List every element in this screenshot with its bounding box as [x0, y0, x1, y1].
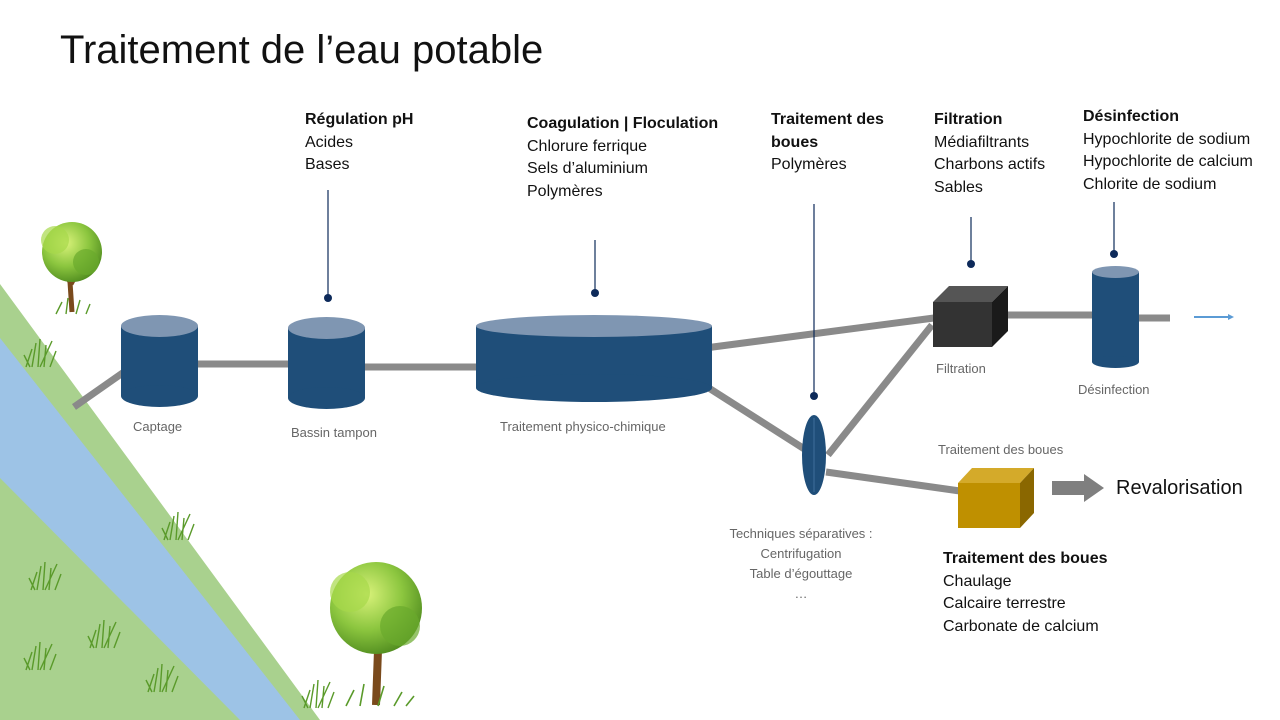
annotation-coagulation: Coagulation | Floculation Chlorure ferri… — [527, 113, 718, 203]
label-bassin-tampon: Bassin tampon — [291, 425, 377, 440]
separation-line: … — [794, 586, 808, 601]
annotation-item: Sels d’aluminium — [527, 160, 648, 177]
pipe-physico-filtration — [689, 314, 935, 354]
annotation-heading: Filtration — [934, 111, 1003, 128]
marker-dot — [324, 294, 332, 302]
annotation-item: Polymères — [527, 182, 603, 200]
annotation-item: Sables — [934, 178, 983, 196]
riverbank — [0, 284, 320, 720]
label-desinfection: Désinfection — [1078, 382, 1150, 397]
annotation-heading: Traitement des boues — [943, 550, 1108, 567]
marker-dot — [810, 392, 818, 400]
pipe-separator-filtration — [825, 322, 935, 458]
annotation-heading: Désinfection — [1083, 108, 1180, 125]
annotation-ph: Régulation pH Acides Bases — [305, 109, 413, 177]
annotation-item: Calcaire terrestre — [943, 595, 1066, 612]
annotation-item: Charbons actifs — [934, 156, 1046, 173]
annotation-item: Hypochlorite de sodium — [1083, 130, 1251, 148]
annotation-item: Hypochlorite de calcium — [1083, 153, 1253, 170]
annotation-heading: boues — [771, 133, 819, 151]
revalorisation-label: Revalorisation — [1116, 477, 1243, 499]
grass-tuft-icon — [28, 561, 62, 591]
revalorisation-arrow-icon — [1052, 474, 1104, 502]
annotation-boues-bottom: Traitement des boues Chaulage Calcaire t… — [943, 548, 1108, 638]
marker-dot — [967, 260, 975, 268]
pipe-separator-sludge — [825, 468, 961, 495]
grass-tuft-icon — [23, 641, 57, 671]
grass-tuft-icon — [145, 663, 179, 693]
tree-icon — [41, 222, 102, 315]
tank-physico-chimique — [476, 315, 712, 402]
annotation-markers — [324, 250, 1118, 400]
grass-bank — [0, 284, 320, 720]
annotation-item: Chaulage — [943, 572, 1012, 590]
label-physico-chimique: Traitement physico-chimique — [500, 419, 666, 434]
annotation-item: Bases — [305, 156, 350, 173]
grass-tuft-icon — [301, 679, 335, 709]
grass-tufts — [23, 338, 335, 709]
page-title: Traitement de l’eau potable — [60, 28, 544, 72]
label-filtration: Filtration — [936, 361, 986, 376]
tree-icon — [330, 562, 422, 707]
annotation-heading: Régulation pH — [305, 111, 414, 128]
grass-tuft-icon — [87, 619, 121, 649]
label-captage: Captage — [133, 419, 183, 434]
pipe-intake — [71, 369, 127, 410]
annotation-heading: Coagulation | Floculation — [527, 115, 719, 132]
pipes — [71, 311, 1170, 495]
grass-tuft-icon — [23, 338, 57, 368]
annotation-boues-top: Traitement des boues Polymères — [771, 109, 884, 177]
annotation-heading: Traitement des — [771, 111, 884, 128]
tank-captage — [121, 315, 198, 407]
marker-dot — [1110, 250, 1118, 258]
tank-desinfection — [1092, 266, 1139, 368]
separation-techniques: Techniques séparatives : Centrifugation … — [716, 524, 886, 604]
grass-tuft-icon — [161, 511, 195, 541]
annotation-item: Chlorite de sodium — [1083, 175, 1217, 193]
tank-bassin-tampon — [288, 317, 365, 409]
separation-line: Table d’égouttage — [749, 566, 853, 581]
annotation-item: Carbonate de calcium — [943, 617, 1099, 635]
separation-line: Techniques séparatives : — [729, 526, 873, 541]
annotation-desinfection: Désinfection Hypochlorite de sodium Hypo… — [1083, 106, 1253, 196]
annotation-item: Médiafiltrants — [934, 133, 1030, 151]
filtration-box — [933, 286, 1008, 347]
label-traitement-boues: Traitement des boues — [938, 442, 1064, 457]
separator-icon — [802, 415, 826, 495]
annotation-leaders — [327, 190, 1115, 394]
annotation-item: Acides — [305, 133, 354, 151]
annotation-filtration: Filtration Médiafiltrants Charbons actif… — [934, 109, 1045, 199]
outlet-arrow-head — [1228, 314, 1234, 320]
annotation-item: Polymères — [771, 156, 847, 173]
separation-line: Centrifugation — [760, 546, 842, 561]
marker-dot — [591, 289, 599, 297]
annotation-item: Chlorure ferrique — [527, 137, 648, 155]
river — [0, 338, 300, 720]
sludge-box — [958, 468, 1034, 528]
